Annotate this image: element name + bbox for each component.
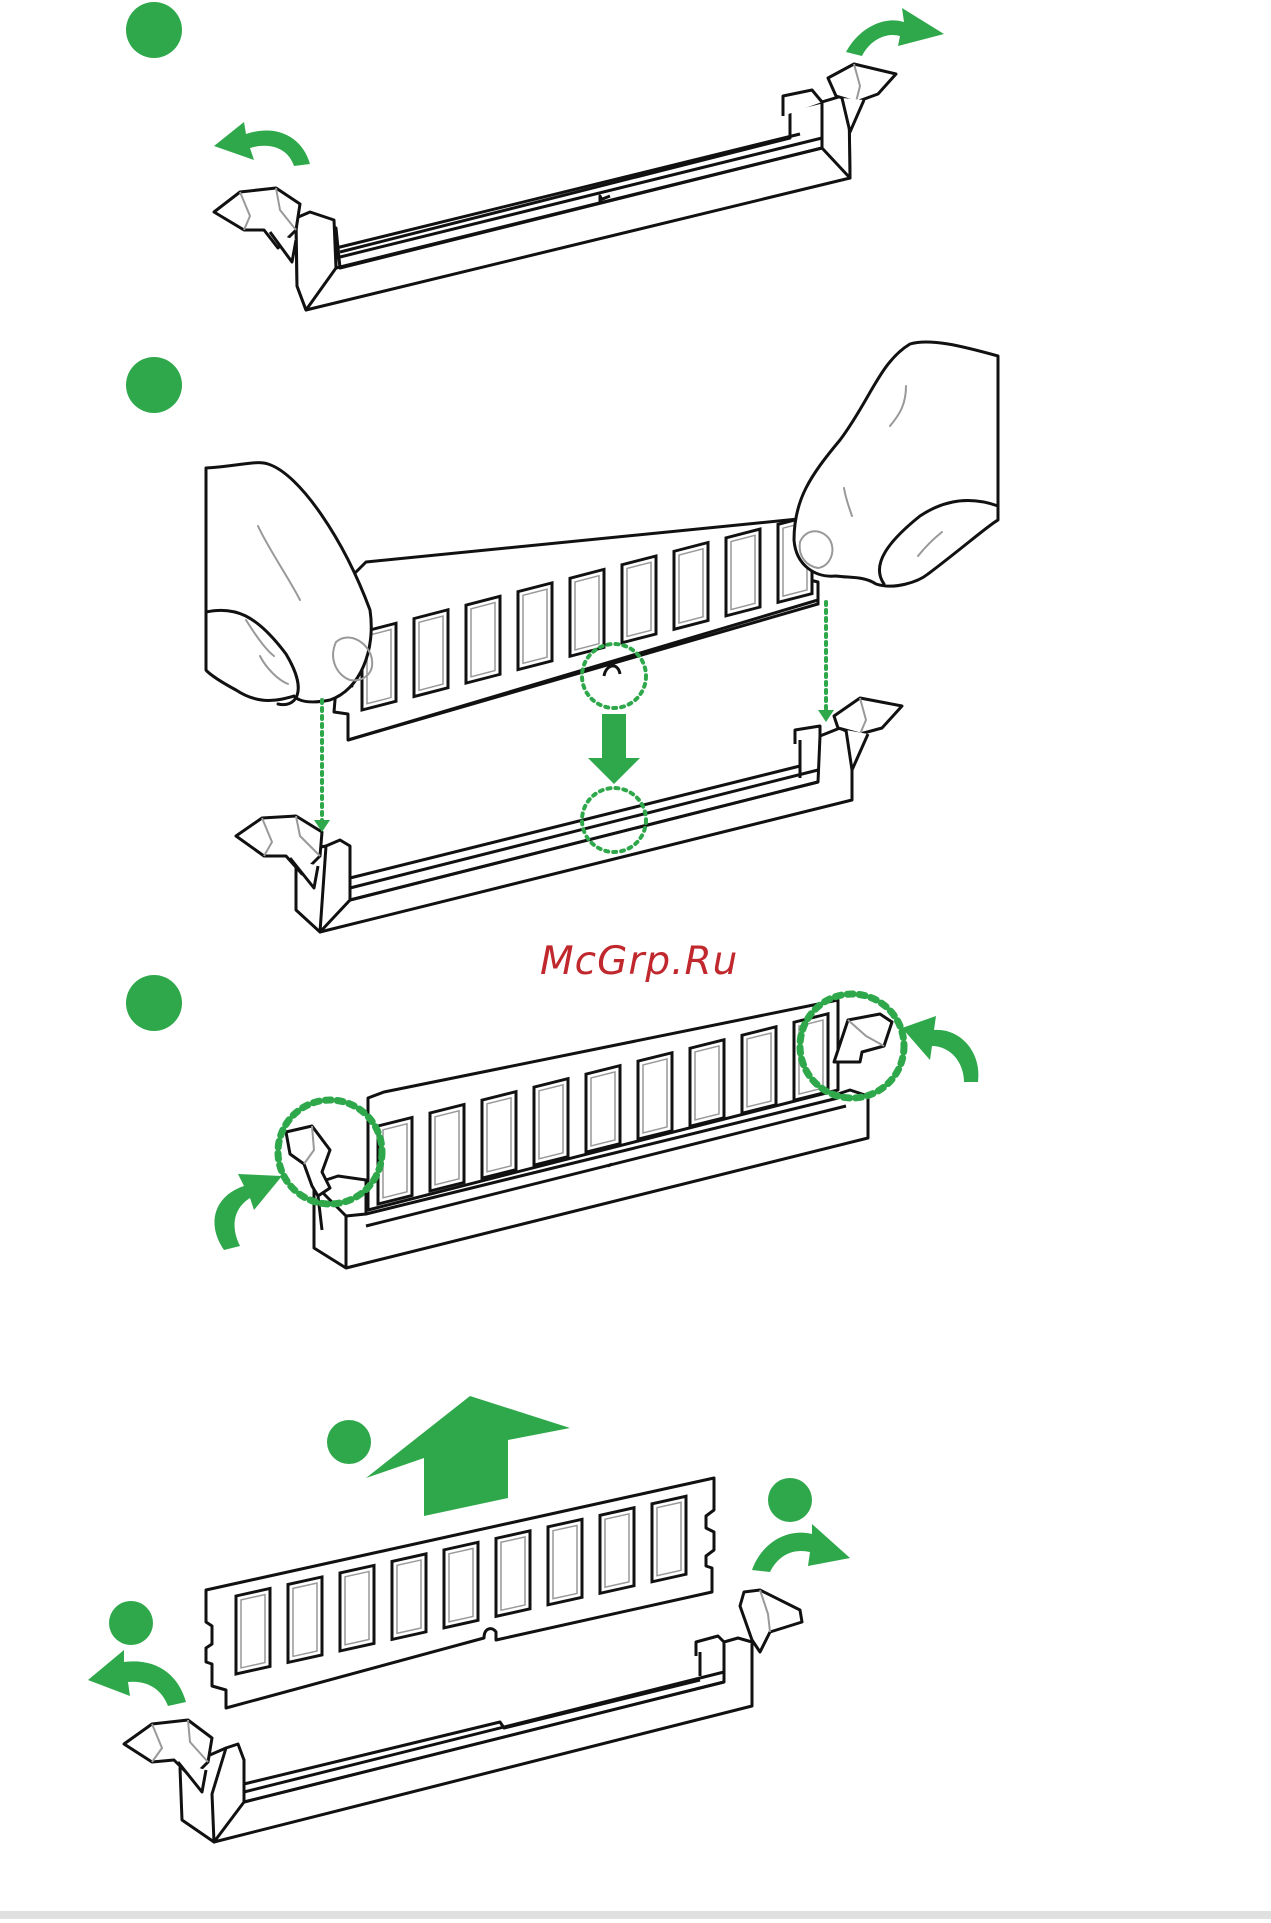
step-2-insert-arrow	[588, 714, 640, 784]
step-1-group	[126, 2, 944, 310]
step-1-marker	[126, 2, 182, 58]
step-1-left-arrow	[214, 122, 310, 166]
step-3-left-arrow	[214, 1174, 282, 1250]
step-1-right-arrow	[846, 8, 944, 56]
removal-group	[88, 1396, 850, 1842]
removal-lift-marker	[327, 1420, 371, 1464]
step-2-marker	[126, 357, 182, 413]
page-bottom-rule	[0, 1911, 1271, 1919]
removal-right-arrow	[752, 1524, 850, 1572]
step-2-left-hand	[206, 463, 372, 705]
removal-left-arrow	[88, 1650, 186, 1706]
step-1-left-latch	[214, 188, 300, 262]
removal-lift-arrow	[366, 1396, 570, 1516]
step-3-right-arrow	[902, 1016, 978, 1082]
removal-right-marker	[768, 1478, 812, 1522]
step-2-memory-module	[334, 516, 818, 740]
step-2-left-latch	[236, 816, 322, 888]
step-2-right-hand	[794, 342, 998, 586]
step-3-marker	[126, 975, 182, 1031]
watermark-text: McGrp.Ru	[540, 939, 738, 984]
removal-memory-module	[206, 1478, 714, 1708]
step-2-dimm-slot	[296, 726, 852, 932]
removal-left-marker	[109, 1601, 153, 1645]
step-1-dimm-slot	[296, 90, 850, 310]
step-3-right-latch	[834, 1014, 892, 1062]
step-3-group	[126, 975, 978, 1268]
removal-left-latch	[124, 1720, 212, 1792]
step-2-group	[126, 342, 998, 932]
